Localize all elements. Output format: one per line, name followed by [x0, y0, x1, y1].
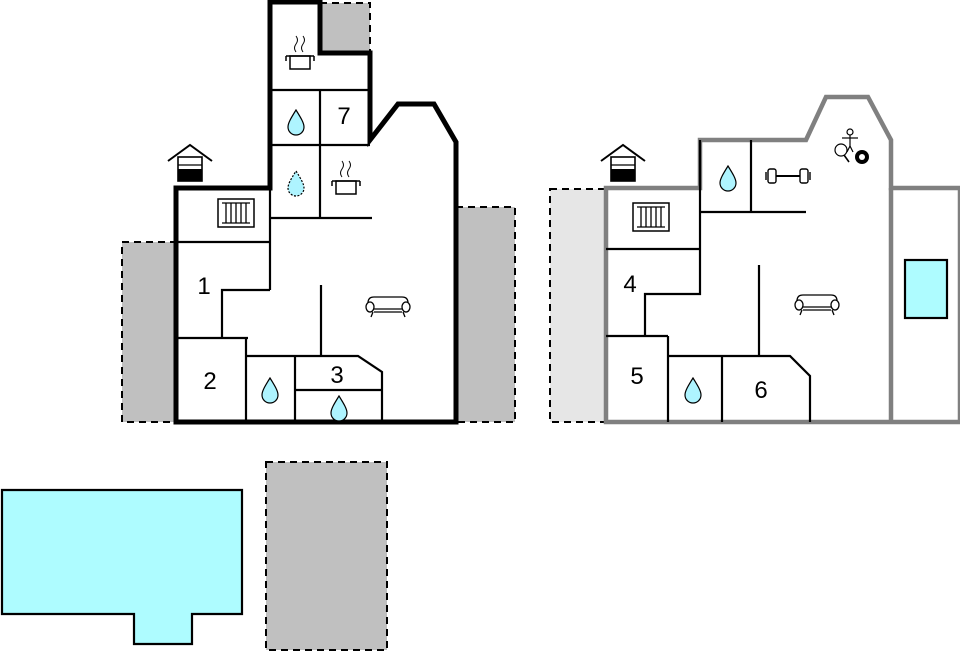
- terrace-top: [319, 2, 371, 54]
- room-label-7: 7: [337, 103, 350, 130]
- table-tennis-icon: [834, 143, 850, 163]
- billiard-ball-icon: [855, 150, 869, 164]
- sauna-icon: [600, 144, 646, 182]
- terrace-right: [455, 206, 516, 423]
- upper-floor: 4 5 6: [549, 94, 960, 425]
- swimming-pool: [0, 488, 244, 646]
- ground-floor: 7 1 2 3: [121, 0, 516, 425]
- terrace-bottom: [265, 461, 388, 651]
- dumbbell-icon: [765, 168, 811, 184]
- room-label-4: 4: [623, 271, 636, 298]
- jacuzzi: [903, 258, 949, 320]
- room-label-2: 2: [203, 368, 216, 395]
- water-drop-icon: [287, 169, 305, 197]
- room-label-1: 1: [197, 273, 210, 300]
- ground-interior-walls: [176, 88, 384, 422]
- room-label-5: 5: [630, 363, 643, 390]
- sauna-icon: [167, 144, 213, 182]
- upper-interior-walls: [606, 140, 812, 422]
- fireplace-icon: [217, 198, 255, 228]
- room-label-6: 6: [754, 377, 767, 404]
- upper-outer-wall: [603, 94, 960, 425]
- terrace-left: [121, 241, 177, 423]
- outdoor: [0, 461, 388, 651]
- terrace-upper-left: [549, 188, 607, 423]
- room-label-3: 3: [330, 362, 343, 389]
- fireplace-icon: [632, 202, 670, 232]
